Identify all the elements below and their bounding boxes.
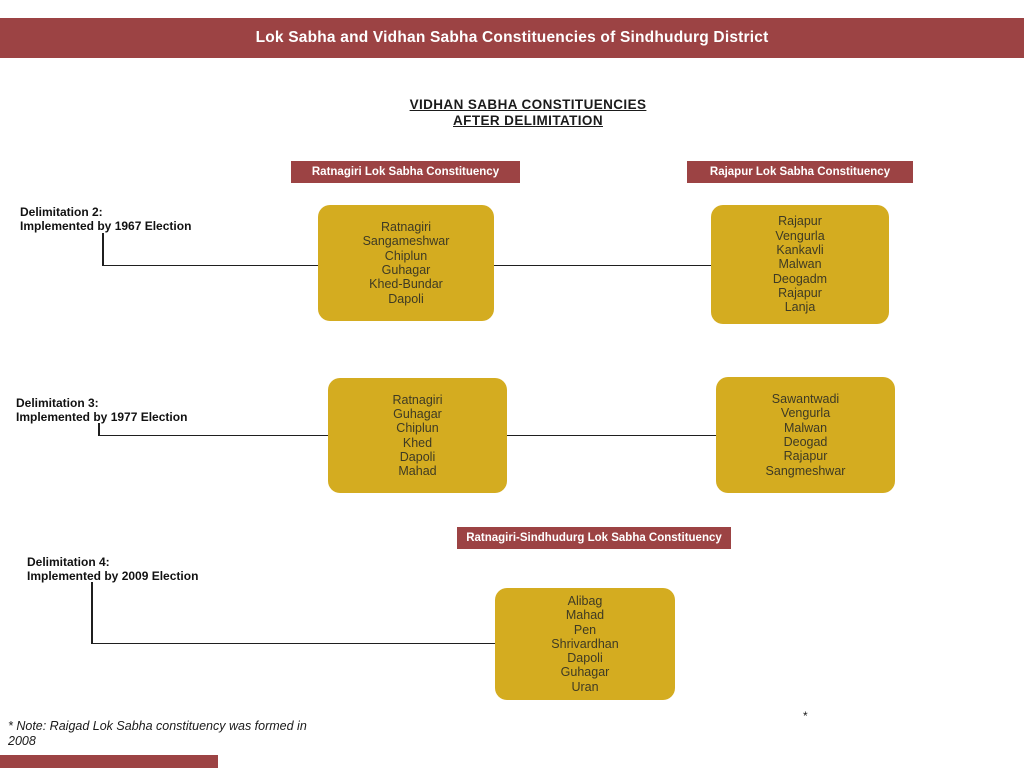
connector-delimitation-2-vertical bbox=[102, 233, 104, 266]
constituency-item: Khed bbox=[402, 435, 433, 450]
delimitation-3-line-1: Delimitation 3: bbox=[16, 396, 99, 410]
constituency-item: Chiplun bbox=[384, 248, 428, 263]
header-ratnagiri-sindhudurg-label: Ratnagiri-Sindhudurg Lok Sabha Constitue… bbox=[466, 532, 722, 544]
constituency-item: Mahad bbox=[398, 464, 437, 479]
delimitation-4-label: Delimitation 4: Implemented by 2009 Elec… bbox=[27, 555, 198, 583]
stray-asterisk: * bbox=[803, 709, 808, 723]
constituency-item: Mahad bbox=[565, 608, 605, 623]
constituency-item: Lanja bbox=[784, 300, 816, 315]
delimitation-3-label: Delimitation 3: Implemented by 1977 Elec… bbox=[16, 396, 187, 424]
header-ratnagiri-sindhudurg-lok-sabha: Ratnagiri-Sindhudurg Lok Sabha Constitue… bbox=[457, 527, 731, 549]
header-ratnagiri-label: Ratnagiri Lok Sabha Constituency bbox=[311, 166, 500, 178]
constituency-item: Vengurla bbox=[775, 228, 825, 243]
constituency-item: Deogadm bbox=[772, 271, 828, 286]
box-delimitation-2-ratnagiri: Ratnagiri Sangameshwar Chiplun Guhagar K… bbox=[318, 205, 494, 321]
delimitation-2-line-1: Delimitation 2: bbox=[20, 205, 103, 219]
bottom-accent-strip bbox=[0, 755, 218, 768]
constituency-item: Guhagar bbox=[393, 406, 442, 421]
constituency-item: Kankavli bbox=[776, 243, 824, 258]
box-delimitation-4-ratnagiri-sindhudurg: Alibag Mahad Pen Shrivardhan Dapoli Guha… bbox=[495, 588, 675, 700]
constituency-item: Dapoli bbox=[399, 449, 436, 464]
connector-delimitation-4-horizontal bbox=[91, 642, 495, 644]
constituency-item: Chiplun bbox=[396, 421, 439, 436]
constituency-item: Malwan bbox=[778, 257, 822, 272]
constituency-item: Guhagar bbox=[560, 665, 610, 680]
constituency-item: Rajapur bbox=[783, 449, 828, 464]
heading-line-2: AFTER DELIMITATION bbox=[453, 112, 603, 128]
constituency-item: Guhagar bbox=[381, 263, 431, 277]
constituency-item: Uran bbox=[571, 679, 599, 694]
constituency-item: Deogad bbox=[783, 435, 828, 449]
header-rajapur-label: Rajapur Lok Sabha Constituency bbox=[709, 166, 891, 178]
constituency-item: Dapoli bbox=[567, 651, 603, 666]
constituency-item: Pen bbox=[573, 622, 597, 637]
diagram-heading: VIDHAN SABHA CONSTITUENCIES AFTER DELIMI… bbox=[128, 97, 928, 128]
constituency-item: Shrivardhan bbox=[551, 636, 619, 651]
constituency-item: Sawantwadi bbox=[771, 392, 840, 407]
box-delimitation-2-rajapur: Rajapur Vengurla Kankavli Malwan Deogadm… bbox=[711, 205, 889, 324]
connector-delimitation-3-vertical bbox=[98, 423, 100, 436]
box-delimitation-3-ratnagiri: Ratnagiri Guhagar Chiplun Khed Dapoli Ma… bbox=[328, 378, 507, 493]
constituency-item: Ratnagiri bbox=[380, 220, 432, 235]
constituency-item: Vengurla bbox=[780, 406, 831, 421]
delimitation-2-label: Delimitation 2: Implemented by 1967 Elec… bbox=[20, 205, 191, 233]
constituency-item: Ratnagiri bbox=[392, 392, 443, 407]
footnote: * Note: Raigad Lok Sabha constituency wa… bbox=[8, 719, 307, 748]
delimitation-2-line-2: Implemented by 1967 Election bbox=[20, 219, 192, 233]
header-ratnagiri-lok-sabha: Ratnagiri Lok Sabha Constituency bbox=[291, 161, 520, 183]
constituency-item: Rajapur bbox=[778, 285, 822, 300]
constituency-item: Dapoli bbox=[388, 291, 424, 306]
banner-title: Lok Sabha and Vidhan Sabha Constituencie… bbox=[255, 29, 769, 46]
delimitation-3-line-2: Implemented by 1977 Election bbox=[16, 410, 188, 424]
constituency-item: Rajapur bbox=[778, 214, 822, 229]
constituency-item: Malwan bbox=[783, 420, 828, 435]
title-banner: Lok Sabha and Vidhan Sabha Constituencie… bbox=[0, 18, 1024, 58]
delimitation-4-line-1: Delimitation 4: bbox=[27, 555, 110, 569]
box-delimitation-3-rajapur: Sawantwadi Vengurla Malwan Deogad Rajapu… bbox=[716, 377, 895, 493]
heading-line-1: VIDHAN SABHA CONSTITUENCIES bbox=[409, 97, 647, 112]
header-rajapur-lok-sabha: Rajapur Lok Sabha Constituency bbox=[687, 161, 913, 183]
constituency-item: Sangameshwar bbox=[362, 234, 450, 249]
constituency-item: Alibag bbox=[567, 593, 603, 608]
constituency-item: Sangmeshwar bbox=[765, 463, 846, 478]
connector-delimitation-4-vertical bbox=[91, 582, 93, 644]
delimitation-4-line-2: Implemented by 2009 Election bbox=[27, 569, 199, 583]
constituency-item: Khed-Bundar bbox=[369, 277, 443, 292]
